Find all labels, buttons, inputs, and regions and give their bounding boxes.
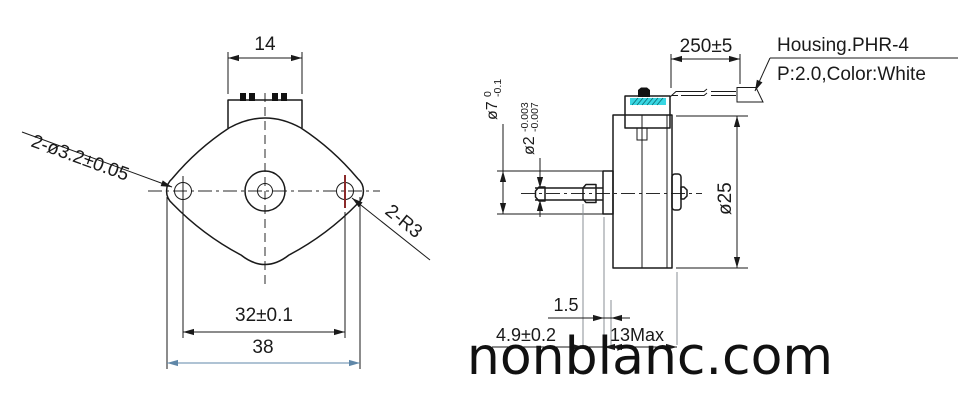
- dim-shaft-dia-tol-lower: -0.007: [529, 102, 541, 132]
- lead-wire: [669, 88, 736, 98]
- front-flange-outline: [165, 127, 365, 266]
- front-bearing-boss: [602, 170, 614, 215]
- dim-body-dia-label: ø25: [715, 182, 736, 215]
- dim-boss-dia-tol-lower: -0.1: [492, 79, 504, 97]
- dim-connector-width: 14: [227, 34, 303, 94]
- rear-bearing-boss: [671, 173, 682, 211]
- terminal-block-highlight: [630, 98, 666, 105]
- dim-hole-pitch: 32±0.1: [182, 206, 346, 338]
- lower-extension-lines: [582, 204, 678, 351]
- dim-flange-width-label: 38: [252, 337, 273, 358]
- dim-boss-dia-nominal: ø7: [484, 101, 501, 120]
- holes-callout-label: 2-ø3.2±0.05: [28, 131, 131, 186]
- terminal-mount-tab: [636, 128, 648, 141]
- terminal-pin: [638, 87, 650, 97]
- dim-shaft-length-label: 4.9±0.2: [496, 325, 556, 345]
- dim-boss-dia: ø7 0 -0.1: [482, 79, 612, 215]
- terminal-highlight-hatch: [631, 97, 664, 106]
- rear-shaft-tip: [680, 186, 688, 200]
- dim-body-length: 13Max: [610, 325, 677, 351]
- front-connector-housing: [227, 99, 303, 128]
- dim-boss-dia-tol-upper: 0: [482, 91, 494, 97]
- connector-callout-line1: Housing.PHR-4: [777, 35, 909, 56]
- wire-connector: [736, 87, 764, 103]
- shaft-collar: [582, 183, 597, 204]
- front-connector-pins: [240, 93, 287, 101]
- side-view: 250±5 Housing.PHR-4 P:2.0,Color:White ø7…: [482, 35, 958, 351]
- holes-callout: 2-ø3.2±0.05: [21, 131, 174, 190]
- dim-lead-length: 250±5: [670, 36, 741, 88]
- dim-shaft-dia: ø2 -0.003 -0.007: [519, 102, 544, 217]
- dim-boss-length-label: 1.5: [553, 295, 578, 315]
- connector-callout-line2: P:2.0,Color:White: [777, 64, 926, 85]
- radius-callout: 2-R3: [350, 195, 431, 261]
- dim-shaft-dia-nominal: ø2: [521, 136, 538, 155]
- front-shaft-boss: [244, 170, 286, 212]
- dim-body-dia: ø25: [676, 115, 748, 269]
- front-view: 14 2-ø3.2±0.05 2-R3 32±0.1: [21, 34, 431, 369]
- front-shaft-hole: [257, 183, 273, 199]
- dim-shaft-dia-tol-upper: -0.003: [519, 102, 531, 132]
- radius-callout-label: 2-R3: [381, 201, 426, 243]
- front-can-top-arc: [228, 117, 302, 129]
- shaft-tip: [534, 186, 546, 202]
- dim-shaft-length: 4.9±0.2: [492, 325, 616, 351]
- dim-body-length-label: 13Max: [610, 325, 664, 345]
- dim-boss-length: 1.5: [548, 295, 630, 322]
- dim-flange-width: 38: [166, 197, 361, 369]
- connector-callout: Housing.PHR-4 P:2.0,Color:White: [752, 35, 958, 93]
- watermark: nonblanc.com: [467, 327, 833, 387]
- dim-hole-pitch-label: 32±0.1: [235, 305, 293, 326]
- dim-connector-width-label: 14: [254, 34, 276, 55]
- dim-lead-length-label: 250±5: [680, 36, 733, 57]
